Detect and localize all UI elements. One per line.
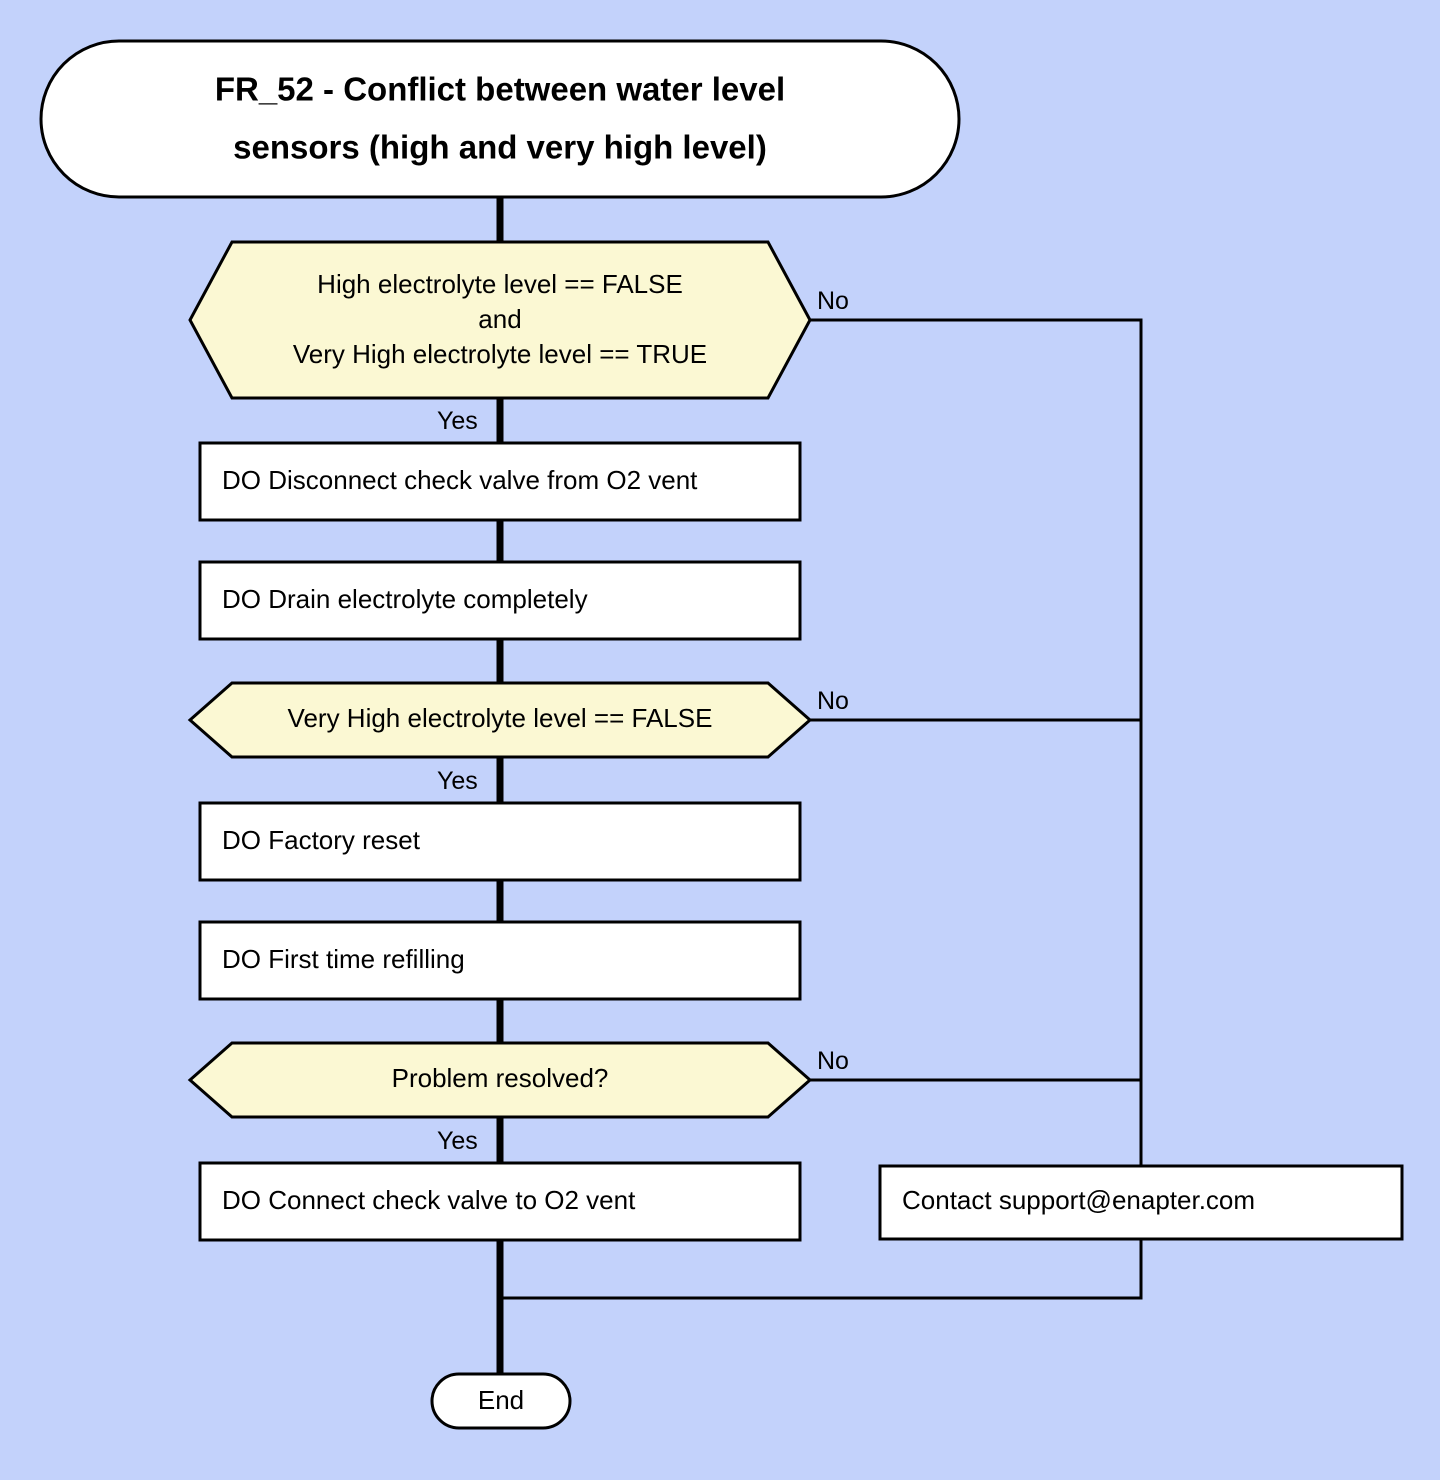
node-decision-very-high-false[interactable]: Very High electrolyte level == FALSE — [187, 681, 813, 759]
node-process-first-time-refilling[interactable]: DO First time refilling — [198, 920, 802, 1001]
decision1-text-line1: High electrolyte level == FALSE — [317, 269, 683, 299]
decision3-text-line1: Problem resolved? — [392, 1063, 609, 1093]
edge-label-decision3-yes: Yes — [437, 1127, 478, 1155]
decision2-hexagon — [187, 681, 813, 759]
node-process-disconnect-check-valve[interactable]: DO Disconnect check valve from O2 vent — [198, 441, 802, 522]
node-start[interactable]: FR_52 - Conflict between water level sen… — [39, 39, 961, 199]
edge-label-decision1-no: No — [817, 287, 849, 315]
process3-box — [198, 801, 802, 882]
decision2-text-line1: Very High electrolyte level == FALSE — [288, 703, 713, 733]
process1-label: DO Disconnect check valve from O2 vent — [222, 465, 698, 495]
process4-box — [198, 920, 802, 1001]
decision3-hexagon — [187, 1041, 813, 1119]
end-node-shape — [430, 1372, 572, 1430]
node-decision-problem-resolved[interactable]: Problem resolved? — [187, 1041, 813, 1119]
edge-label-decision1-yes: Yes — [437, 407, 478, 435]
node-process-contact-support[interactable]: Contact support@enapter.com — [878, 1164, 1404, 1241]
process5-label: DO Connect check valve to O2 vent — [222, 1185, 636, 1215]
node-process-drain-electrolyte[interactable]: DO Drain electrolyte completely — [198, 560, 802, 641]
edge-label-decision3-no: No — [817, 1047, 849, 1075]
start-node-title-line1: FR_52 - Conflict between water level — [215, 71, 785, 108]
process1-box — [198, 441, 802, 522]
start-node-title-line2: sensors (high and very high level) — [233, 129, 767, 166]
decision1-text-line2: and — [478, 304, 521, 334]
process4-label: DO First time refilling — [222, 944, 465, 974]
node-end[interactable]: End — [430, 1372, 572, 1430]
process2-box — [198, 560, 802, 641]
edge-label-decision2-yes: Yes — [437, 767, 478, 795]
support-box — [878, 1164, 1404, 1241]
connector-layer — [496, 197, 1143, 1374]
node-process-factory-reset[interactable]: DO Factory reset — [198, 801, 802, 882]
node-decision-electrolyte-conflict[interactable]: High electrolyte level == FALSE and Very… — [188, 240, 812, 400]
support-label: Contact support@enapter.com — [902, 1185, 1255, 1215]
process5-box — [198, 1161, 802, 1242]
process3-label: DO Factory reset — [222, 825, 421, 855]
node-process-connect-check-valve[interactable]: DO Connect check valve to O2 vent — [198, 1161, 802, 1242]
end-node-label: End — [478, 1385, 524, 1415]
edge-support-to-end — [500, 1240, 1143, 1300]
process2-label: DO Drain electrolyte completely — [222, 584, 588, 614]
start-node-shape — [39, 39, 961, 199]
decision1-hexagon — [188, 240, 812, 400]
edge-decision1-no-to-support — [810, 318, 1143, 1166]
decision1-text-line3: Very High electrolyte level == TRUE — [293, 339, 707, 369]
edge-label-decision2-no: No — [817, 687, 849, 715]
